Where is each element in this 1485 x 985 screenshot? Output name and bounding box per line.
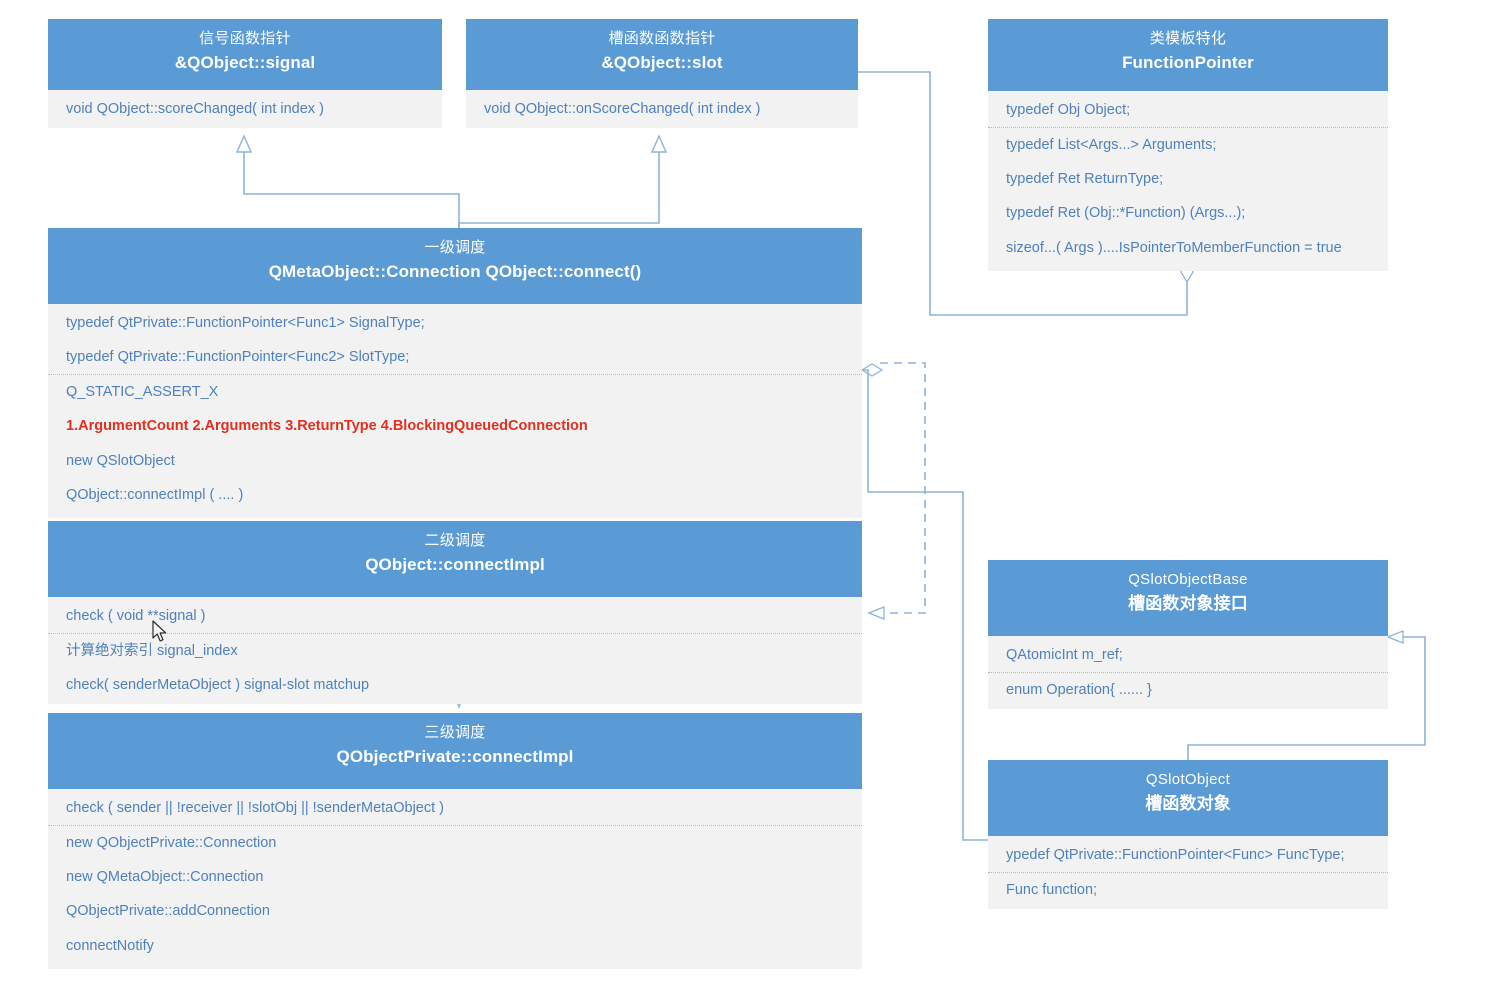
node-title-cn: 三级调度 (424, 724, 486, 741)
node-row: ypedef QtPrivate::FunctionPointer<Func> … (988, 838, 1388, 874)
node-row: Q_STATIC_ASSERT_X (66, 384, 219, 401)
edge-connect-to-signal (235, 134, 460, 228)
node-row: check ( void **signal ) (48, 599, 862, 635)
node-private-connect-impl[interactable]: 三级调度 QObjectPrivate::connectImpl check (… (48, 713, 862, 969)
node-body: QAtomicInt m_ref; enum Operation{ ......… (988, 636, 1388, 710)
node-header: 三级调度 QObjectPrivate::connectImpl (48, 713, 862, 789)
edge-dashed-dependency (860, 362, 926, 620)
node-title-cn: 信号函数指针 (199, 30, 291, 47)
node-header: 信号函数指针 &QObject::signal (48, 19, 442, 90)
node-row: QAtomicInt m_ref; (988, 638, 1388, 674)
node-row: typedef QtPrivate::FunctionPointer<Func1… (66, 315, 425, 331)
node-connect-impl[interactable]: 二级调度 QObject::connectImpl check ( void *… (48, 521, 862, 705)
edge-connect-to-slot (458, 134, 668, 228)
node-row: Func function; (1006, 882, 1098, 899)
node-row: enum Operation{ ...... } (1006, 682, 1152, 699)
node-connect[interactable]: 一级调度 QMetaObject::Connection QObject::co… (48, 228, 862, 518)
node-row: check ( sender || !receiver || !slotObj … (48, 791, 862, 827)
node-slot-object[interactable]: QSlotObject 槽函数对象 ypedef QtPrivate::Func… (988, 760, 1388, 910)
node-body: ypedef QtPrivate::FunctionPointer<Func> … (988, 836, 1388, 910)
node-title-cn: 槽函数对象 (1145, 793, 1231, 813)
node-header: QSlotObjectBase 槽函数对象接口 (988, 560, 1388, 636)
node-title-code: QSlotObject (1145, 771, 1231, 788)
node-title-cn: 类模板特化 (1149, 30, 1227, 47)
node-function-pointer[interactable]: 类模板特化 FunctionPointer typedef Obj Object… (988, 19, 1388, 271)
node-row: void QObject::scoreChanged( int index ) (66, 101, 324, 117)
node-row: typedef Ret ReturnType; (1006, 171, 1164, 188)
node-row: typedef List<Args...> Arguments; (1006, 137, 1217, 154)
node-body: check ( void **signal ) 计算绝对索引 signal_in… (48, 597, 862, 705)
node-row: QObjectPrivate::addConnection (66, 903, 270, 920)
node-row: QObject::connectImpl ( .... ) (66, 486, 244, 503)
node-slot-pointer[interactable]: 槽函数函数指针 &QObject::slot void QObject::onS… (466, 19, 858, 129)
node-body: typedef QtPrivate::FunctionPointer<Func1… (48, 304, 862, 518)
node-title-code: QObjectPrivate::connectImpl (336, 746, 574, 766)
edge-connect-to-slotobject (862, 369, 988, 841)
node-row: sizeof...( Args )....IsPointerToMemberFu… (1006, 239, 1342, 256)
node-title-code: FunctionPointer (1122, 52, 1254, 72)
node-signal-pointer[interactable]: 信号函数指针 &QObject::signal void QObject::sc… (48, 19, 442, 129)
node-row: typedef QtPrivate::FunctionPointer<Func2… (48, 340, 862, 376)
node-title-cn: 槽函数对象接口 (1128, 593, 1248, 613)
node-body: typedef Obj Object; typedef List<Args...… (988, 91, 1388, 271)
node-row: new QMetaObject::Connection (66, 869, 264, 886)
node-row: new QObjectPrivate::Connection (66, 835, 277, 852)
node-header: 类模板特化 FunctionPointer (988, 19, 1388, 91)
node-header: 槽函数函数指针 &QObject::slot (466, 19, 858, 90)
node-body: void QObject::onScoreChanged( int index … (466, 90, 858, 129)
node-row-highlight: 1.ArgumentCount 2.Arguments 3.ReturnType… (66, 418, 588, 435)
node-row: check( senderMetaObject ) signal-slot ma… (66, 677, 370, 694)
node-row: void QObject::onScoreChanged( int index … (484, 101, 761, 117)
node-row: typedef Ret (Obj::*Function) (Args...); (1006, 205, 1246, 222)
mouse-cursor-icon (152, 620, 167, 642)
node-title-code: &QObject::signal (174, 52, 316, 72)
node-title-cn: 槽函数函数指针 (608, 30, 716, 47)
node-slot-object-base[interactable]: QSlotObjectBase 槽函数对象接口 QAtomicInt m_ref… (988, 560, 1388, 710)
node-title-code: &QObject::slot (601, 52, 723, 72)
node-header: 二级调度 QObject::connectImpl (48, 521, 862, 597)
node-row: connectNotify (66, 937, 154, 954)
node-row: 计算绝对索引 signal_index (66, 643, 238, 660)
node-header: QSlotObject 槽函数对象 (988, 760, 1388, 836)
node-body: void QObject::scoreChanged( int index ) (48, 90, 442, 129)
node-row: typedef Obj Object; (988, 93, 1388, 129)
node-title-code: QSlotObjectBase (1128, 571, 1248, 588)
node-body: check ( sender || !receiver || !slotObj … (48, 789, 862, 969)
node-title-code: QMetaObject::Connection QObject::connect… (268, 261, 642, 281)
node-title-code: QObject::connectImpl (365, 554, 545, 574)
node-header: 一级调度 QMetaObject::Connection QObject::co… (48, 228, 862, 304)
node-title-cn: 二级调度 (424, 532, 486, 549)
node-row: new QSlotObject (66, 452, 175, 469)
node-title-cn: 一级调度 (424, 239, 486, 256)
